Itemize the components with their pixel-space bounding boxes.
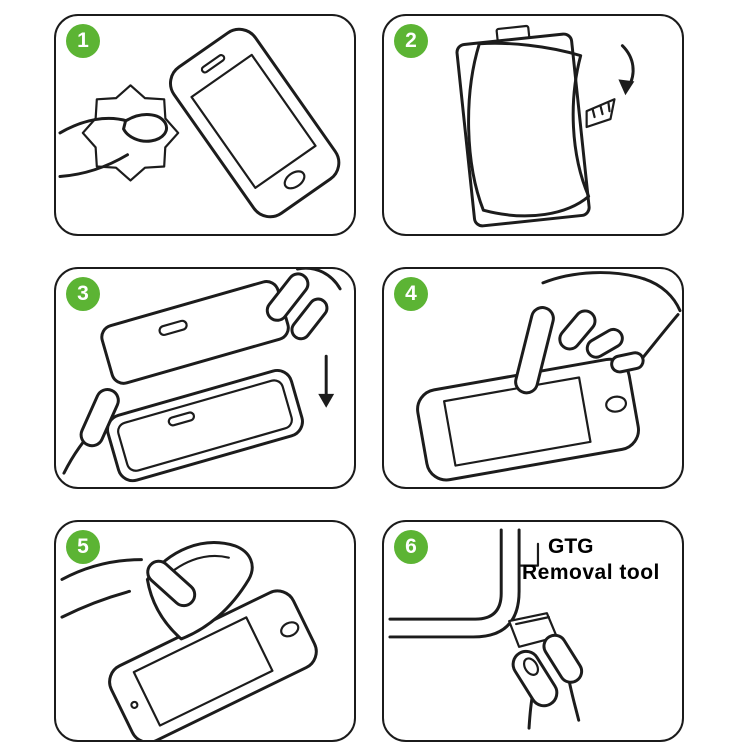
step-panel-4: 4 xyxy=(382,267,684,489)
removal-tool-label-line1: GTG xyxy=(548,535,594,558)
step-badge-1: 1 xyxy=(66,24,100,58)
label-leader-line xyxy=(518,542,540,567)
align-glass-illustration xyxy=(62,269,342,483)
removal-tool-illustration xyxy=(388,528,584,730)
press-screen-illustration xyxy=(416,271,682,482)
step-badge-5: 5 xyxy=(66,530,100,564)
removal-tool-label-line2: Removal tool xyxy=(522,561,660,585)
clean-screen-illustration xyxy=(58,27,341,219)
step-badge-2: 2 xyxy=(394,24,428,58)
curved-arrow-down-icon xyxy=(618,79,635,96)
step-panel-5: 5 xyxy=(54,520,356,742)
step-panel-3: 3 xyxy=(54,267,356,489)
smooth-card-illustration xyxy=(60,541,318,740)
step-badge-4: 4 xyxy=(394,277,428,311)
step-badge-6: 6 xyxy=(394,530,428,564)
peel-film-illustration xyxy=(455,24,635,228)
step-panel-1: 1 xyxy=(54,14,356,236)
step-badge-3: 3 xyxy=(66,277,100,311)
step-panel-2: 2 xyxy=(382,14,684,236)
removal-tool-label: GTG Removal tool xyxy=(522,534,678,587)
step-panel-6: 6 GTG Removal tool xyxy=(382,520,684,742)
